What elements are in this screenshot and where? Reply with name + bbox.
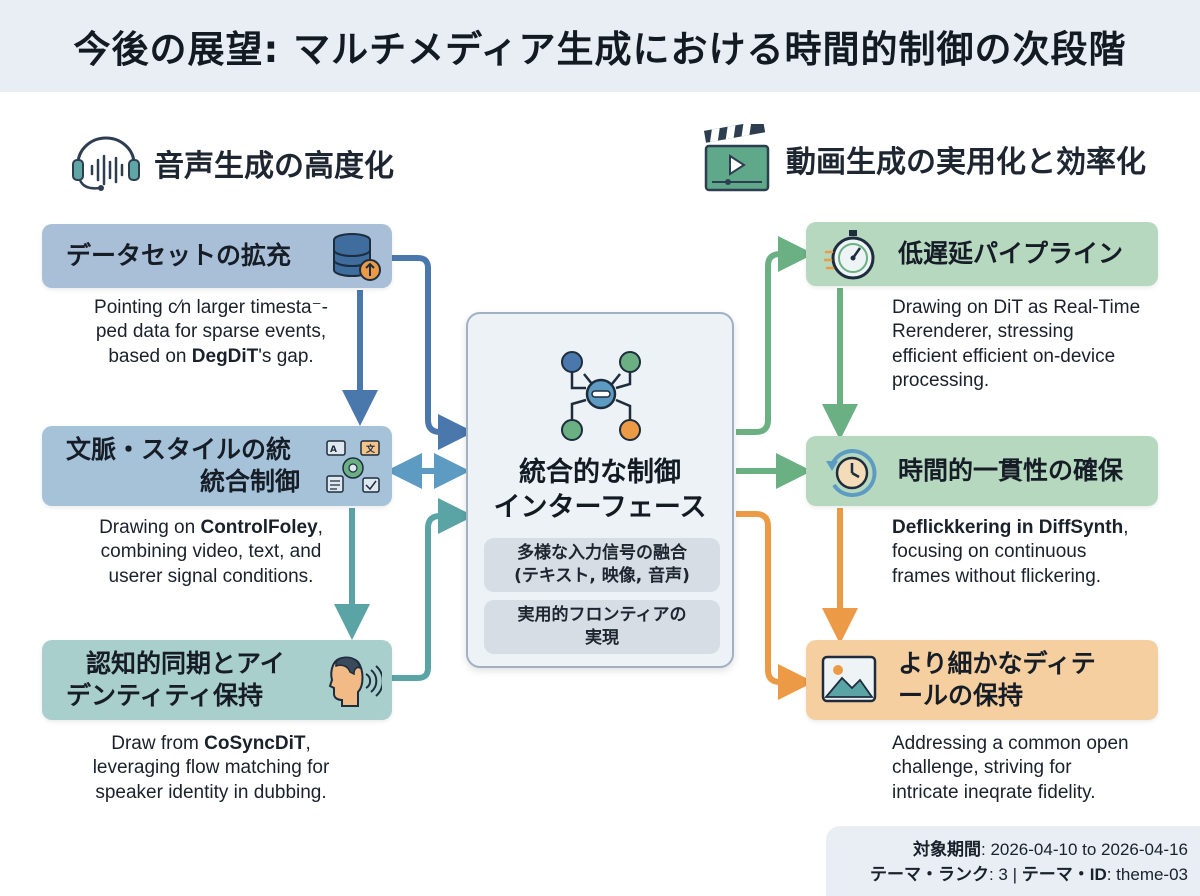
box-cognitive-sync-label: 認知的同期とアイ デンティティ保持 xyxy=(66,648,285,713)
desc-line: based on DegDiT's gap. xyxy=(108,345,314,367)
desc-temporal-consistency: Deflickkering in DiffSynth, focusing on … xyxy=(892,516,1182,589)
desc-line: speaker identity in dubbing. xyxy=(95,781,327,803)
box-temporal-consistency-label: 時間的一貫性の確保 xyxy=(898,455,1124,485)
footer-period-label: 対象期間 xyxy=(913,840,981,859)
arrow-center-to-detail xyxy=(736,511,814,700)
footer-meta: 対象期間: 2026-04-10 to 2026-04-16 テーマ・ランク: … xyxy=(826,826,1200,896)
stopwatch-icon xyxy=(824,230,875,280)
footer-id-label: テーマ・ID xyxy=(1021,864,1107,884)
desc-line: leveraging flow matching for xyxy=(92,757,330,779)
arrow-center-to-latency xyxy=(736,236,814,435)
box-dataset-expansion: データセットの拡充 xyxy=(42,224,392,288)
footer-id-value: : theme-03 xyxy=(1106,864,1188,884)
speaking-head-icon xyxy=(328,656,382,707)
center-title-line: 統合的な制御 xyxy=(519,457,681,488)
desc-line: frames without flickering. xyxy=(892,565,1102,587)
desc-context-style-control: Drawing on ControlFoley, combining video… xyxy=(56,516,366,589)
pill-line: 多様な入力信号の融合 xyxy=(517,543,687,563)
svg-text:文: 文 xyxy=(365,443,376,455)
desc-cognitive-sync: Draw from CoSyncDiT, leveraging flow mat… xyxy=(56,732,366,805)
section-video-heading: 動画生成の実用化と効率化 xyxy=(700,124,1146,194)
clock-refresh-icon xyxy=(826,449,877,498)
box-cognitive-sync: 認知的同期とアイ デンティティ保持 xyxy=(42,640,392,720)
network-hub-icon xyxy=(561,351,641,441)
box-context-style-control: 文脈・スタイルの統 統合制御 A 文 xyxy=(42,426,392,506)
center-unified-control-interface: 統合的な制御 インターフェース 多様な入力信号の融合 (テキスト, 映像, 音声… xyxy=(466,312,734,668)
desc-line: ped data for sparse events, xyxy=(95,321,327,343)
clapperboard-play-icon xyxy=(703,124,770,192)
footer-period-value: : 2026-04-10 to 2026-04-16 xyxy=(981,840,1188,859)
highlight-term: Deflickkering in DiffSynth xyxy=(892,517,1124,538)
desc-low-latency-pipeline: Drawing on DiT as Real-Time Rerenderer, … xyxy=(892,296,1182,393)
box-fine-detail-preservation: より細かなディテ ールの保持 xyxy=(806,640,1158,720)
desc-line: Rerenderer, stressing xyxy=(892,321,1074,343)
desc-line: intricate ineqrate fidelity. xyxy=(892,781,1096,803)
box-low-latency-pipeline: 低遅延パイプライン xyxy=(806,222,1158,286)
desc-line: processing. xyxy=(892,369,990,391)
pill-input-fusion: 多様な入力信号の融合 (テキスト, 映像, 音声) xyxy=(484,538,720,592)
box-temporal-consistency: 時間的一貫性の確保 xyxy=(806,436,1158,506)
arrow-dataset-to-center xyxy=(392,255,474,450)
desc-line: focusing on continuous xyxy=(892,541,1087,563)
label-line: ールの保持 xyxy=(898,681,1024,710)
desc-fine-detail-preservation: Addressing a common open challenge, stri… xyxy=(892,732,1182,805)
arrow-sync-to-center xyxy=(392,498,474,681)
label-line: より細かなディテ xyxy=(898,648,1096,678)
box-dataset-expansion-label: データセットの拡充 xyxy=(66,240,292,270)
desc-line: Pointing c⁄n larger timesta⁻- xyxy=(94,297,328,318)
image-icon xyxy=(821,655,877,703)
footer-rank-value: : 3 | xyxy=(988,864,1022,884)
footer-period: 対象期間: 2026-04-10 to 2026-04-16 xyxy=(826,838,1188,863)
desc-line: Deflickkering in DiffSynth, xyxy=(892,517,1129,538)
footer-rank-label: テーマ・ランク xyxy=(869,864,989,884)
desc-line: efficient efficient on-device xyxy=(892,345,1116,367)
highlight-term: CoSyncDiT xyxy=(204,733,306,754)
section-audio-title: 音声生成の高度化 xyxy=(154,149,394,184)
headset-icon xyxy=(72,136,140,191)
desc-dataset-expansion: Pointing c⁄n larger timesta⁻- ped data f… xyxy=(56,296,366,369)
box-low-latency-pipeline-label: 低遅延パイプライン xyxy=(898,238,1124,268)
label-line: 統合制御 xyxy=(200,467,301,496)
pill-line: 実現 xyxy=(585,627,619,648)
section-audio-heading: 音声生成の高度化 xyxy=(70,134,394,192)
desc-line: combining video, text, and xyxy=(100,541,322,563)
database-upload-icon xyxy=(333,233,381,281)
desc-line: Drawing on DiT as Real-Time xyxy=(892,297,1141,318)
footer-rank-id: テーマ・ランク: 3 | テーマ・ID: theme-03 xyxy=(826,863,1188,888)
pill-practical-frontier: 実用的フロンティアの 実現 xyxy=(484,600,720,654)
highlight-term: DegDiT xyxy=(191,345,259,367)
section-video-title: 動画生成の実用化と効率化 xyxy=(786,145,1146,180)
center-title: 統合的な制御 インターフェース xyxy=(468,456,732,525)
desc-line: Draw from CoSyncDiT, xyxy=(111,733,311,754)
label-line: デンティティ保持 xyxy=(66,681,264,710)
pill-line: (テキスト, 映像, 音声) xyxy=(514,565,690,586)
page-title: 今後の展望: マルチメディア生成における時間的制御の次段階 xyxy=(73,28,1127,71)
translate-settings-icon: A 文 xyxy=(326,440,380,493)
label-line: 認知的同期とアイ xyxy=(86,648,285,678)
desc-line: challenge, striving for xyxy=(892,757,1072,779)
center-title-line: インターフェース xyxy=(493,491,707,523)
box-fine-detail-preservation-label: より細かなディテ ールの保持 xyxy=(898,648,1096,713)
desc-line: Drawing on ControlFoley, xyxy=(99,517,323,538)
svg-text:A: A xyxy=(330,445,337,455)
highlight-term: ControlFoley xyxy=(200,517,318,538)
label-line: 文脈・スタイルの統 xyxy=(66,434,292,464)
pill-line: 実用的フロンティアの xyxy=(517,605,687,625)
box-context-style-control-label: 文脈・スタイルの統 統合制御 xyxy=(66,434,300,499)
title-bar: 今後の展望: マルチメディア生成における時間的制御の次段階 xyxy=(0,0,1200,92)
desc-line: Addressing a common open xyxy=(892,733,1129,754)
desc-line: userer signal conditions. xyxy=(108,565,314,587)
